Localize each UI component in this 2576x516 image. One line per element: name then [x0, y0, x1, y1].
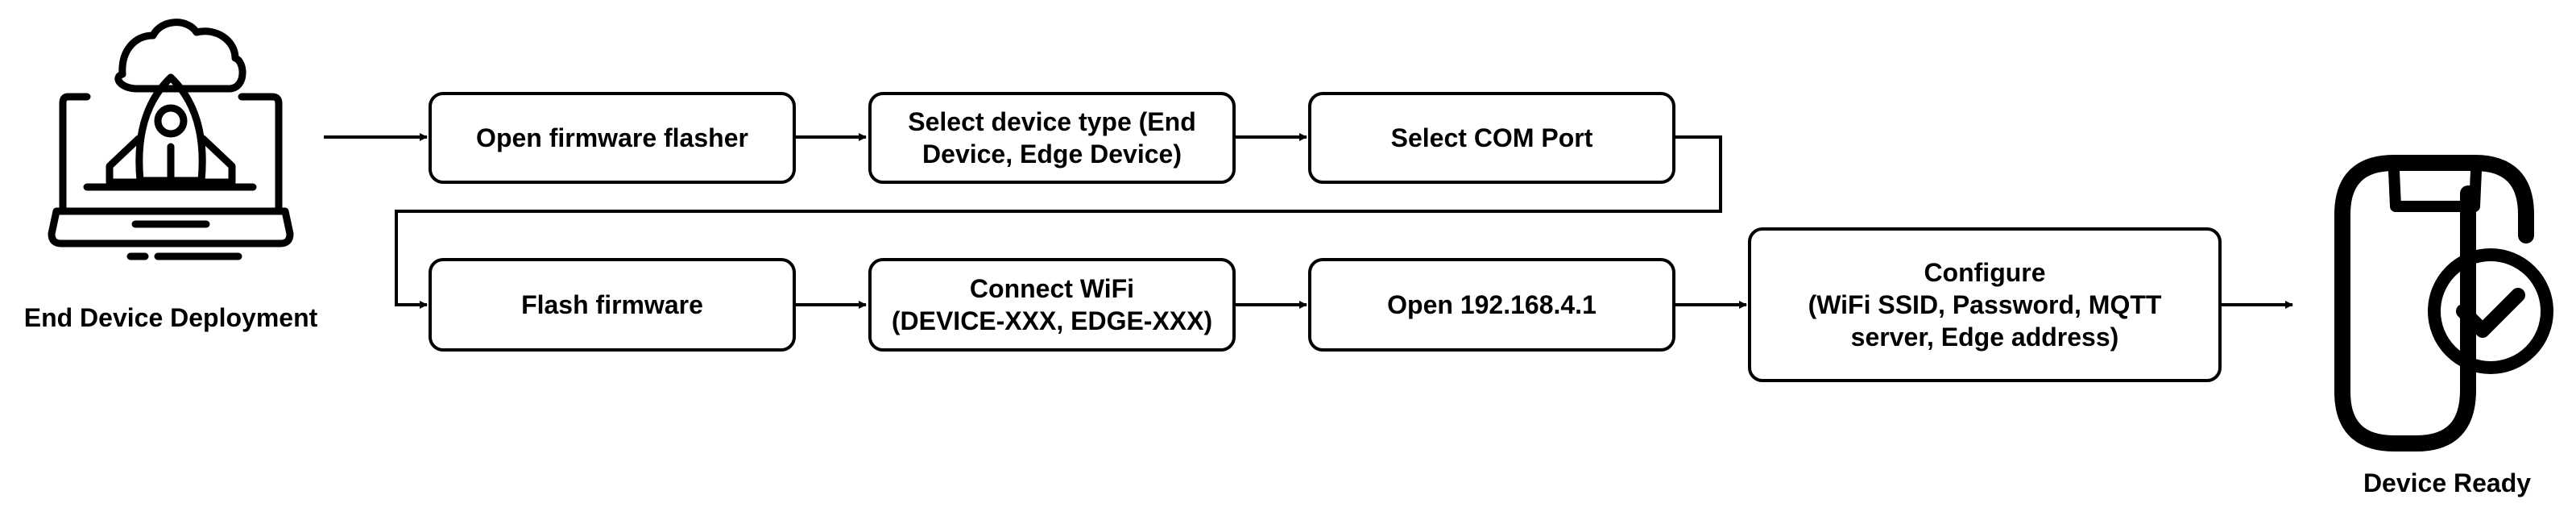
- phone-checkmark-icon: [2334, 155, 2553, 452]
- step-text-line: Configure: [1924, 258, 2046, 287]
- step-text: Open 192.168.4.1: [1387, 289, 1597, 321]
- step-text-line: Connect WiFi: [969, 274, 1135, 303]
- step-text: Connect WiFi (DEVICE-XXX, EDGE-XXX): [892, 273, 1212, 337]
- step-text-line: Device, Edge Device): [922, 139, 1182, 169]
- step-text-line: Open 192.168.4.1: [1387, 290, 1597, 319]
- step-text: Flash firmware: [521, 289, 703, 321]
- start-label: End Device Deployment: [24, 303, 318, 332]
- step-text-line: Flash firmware: [521, 290, 703, 319]
- end-label: Device Ready: [2363, 468, 2531, 497]
- step-text-line: server, Edge address): [1850, 322, 2119, 352]
- step-text-line: (WiFi SSID, Password, MQTT: [1808, 290, 2162, 319]
- step-text-line: Open firmware flasher: [476, 123, 748, 152]
- step-connect-wifi: Connect WiFi (DEVICE-XXX, EDGE-XXX): [868, 258, 1236, 352]
- step-open-ip-address: Open 192.168.4.1: [1308, 258, 1675, 352]
- step-text: Select COM Port: [1391, 122, 1593, 154]
- arrow-com-port-to-flash: [395, 135, 1722, 309]
- step-text-line: Select device type (End: [908, 107, 1196, 136]
- step-text-line: (DEVICE-XXX, EDGE-XXX): [891, 306, 1213, 335]
- step-flash-firmware: Flash firmware: [429, 258, 796, 352]
- step-configure: Configure (WiFi SSID, Password, MQTT serve…: [1748, 227, 2222, 382]
- step-text: Open firmware flasher: [476, 122, 748, 154]
- step-select-com-port: Select COM Port: [1308, 92, 1675, 184]
- laptop-rocket-cloud-icon: [48, 19, 294, 260]
- step-open-firmware-flasher: Open firmware flasher: [429, 92, 796, 184]
- step-text: Configure (WiFi SSID, Password, MQTT serve…: [1808, 256, 2162, 353]
- step-text-line: Select COM Port: [1390, 123, 1593, 152]
